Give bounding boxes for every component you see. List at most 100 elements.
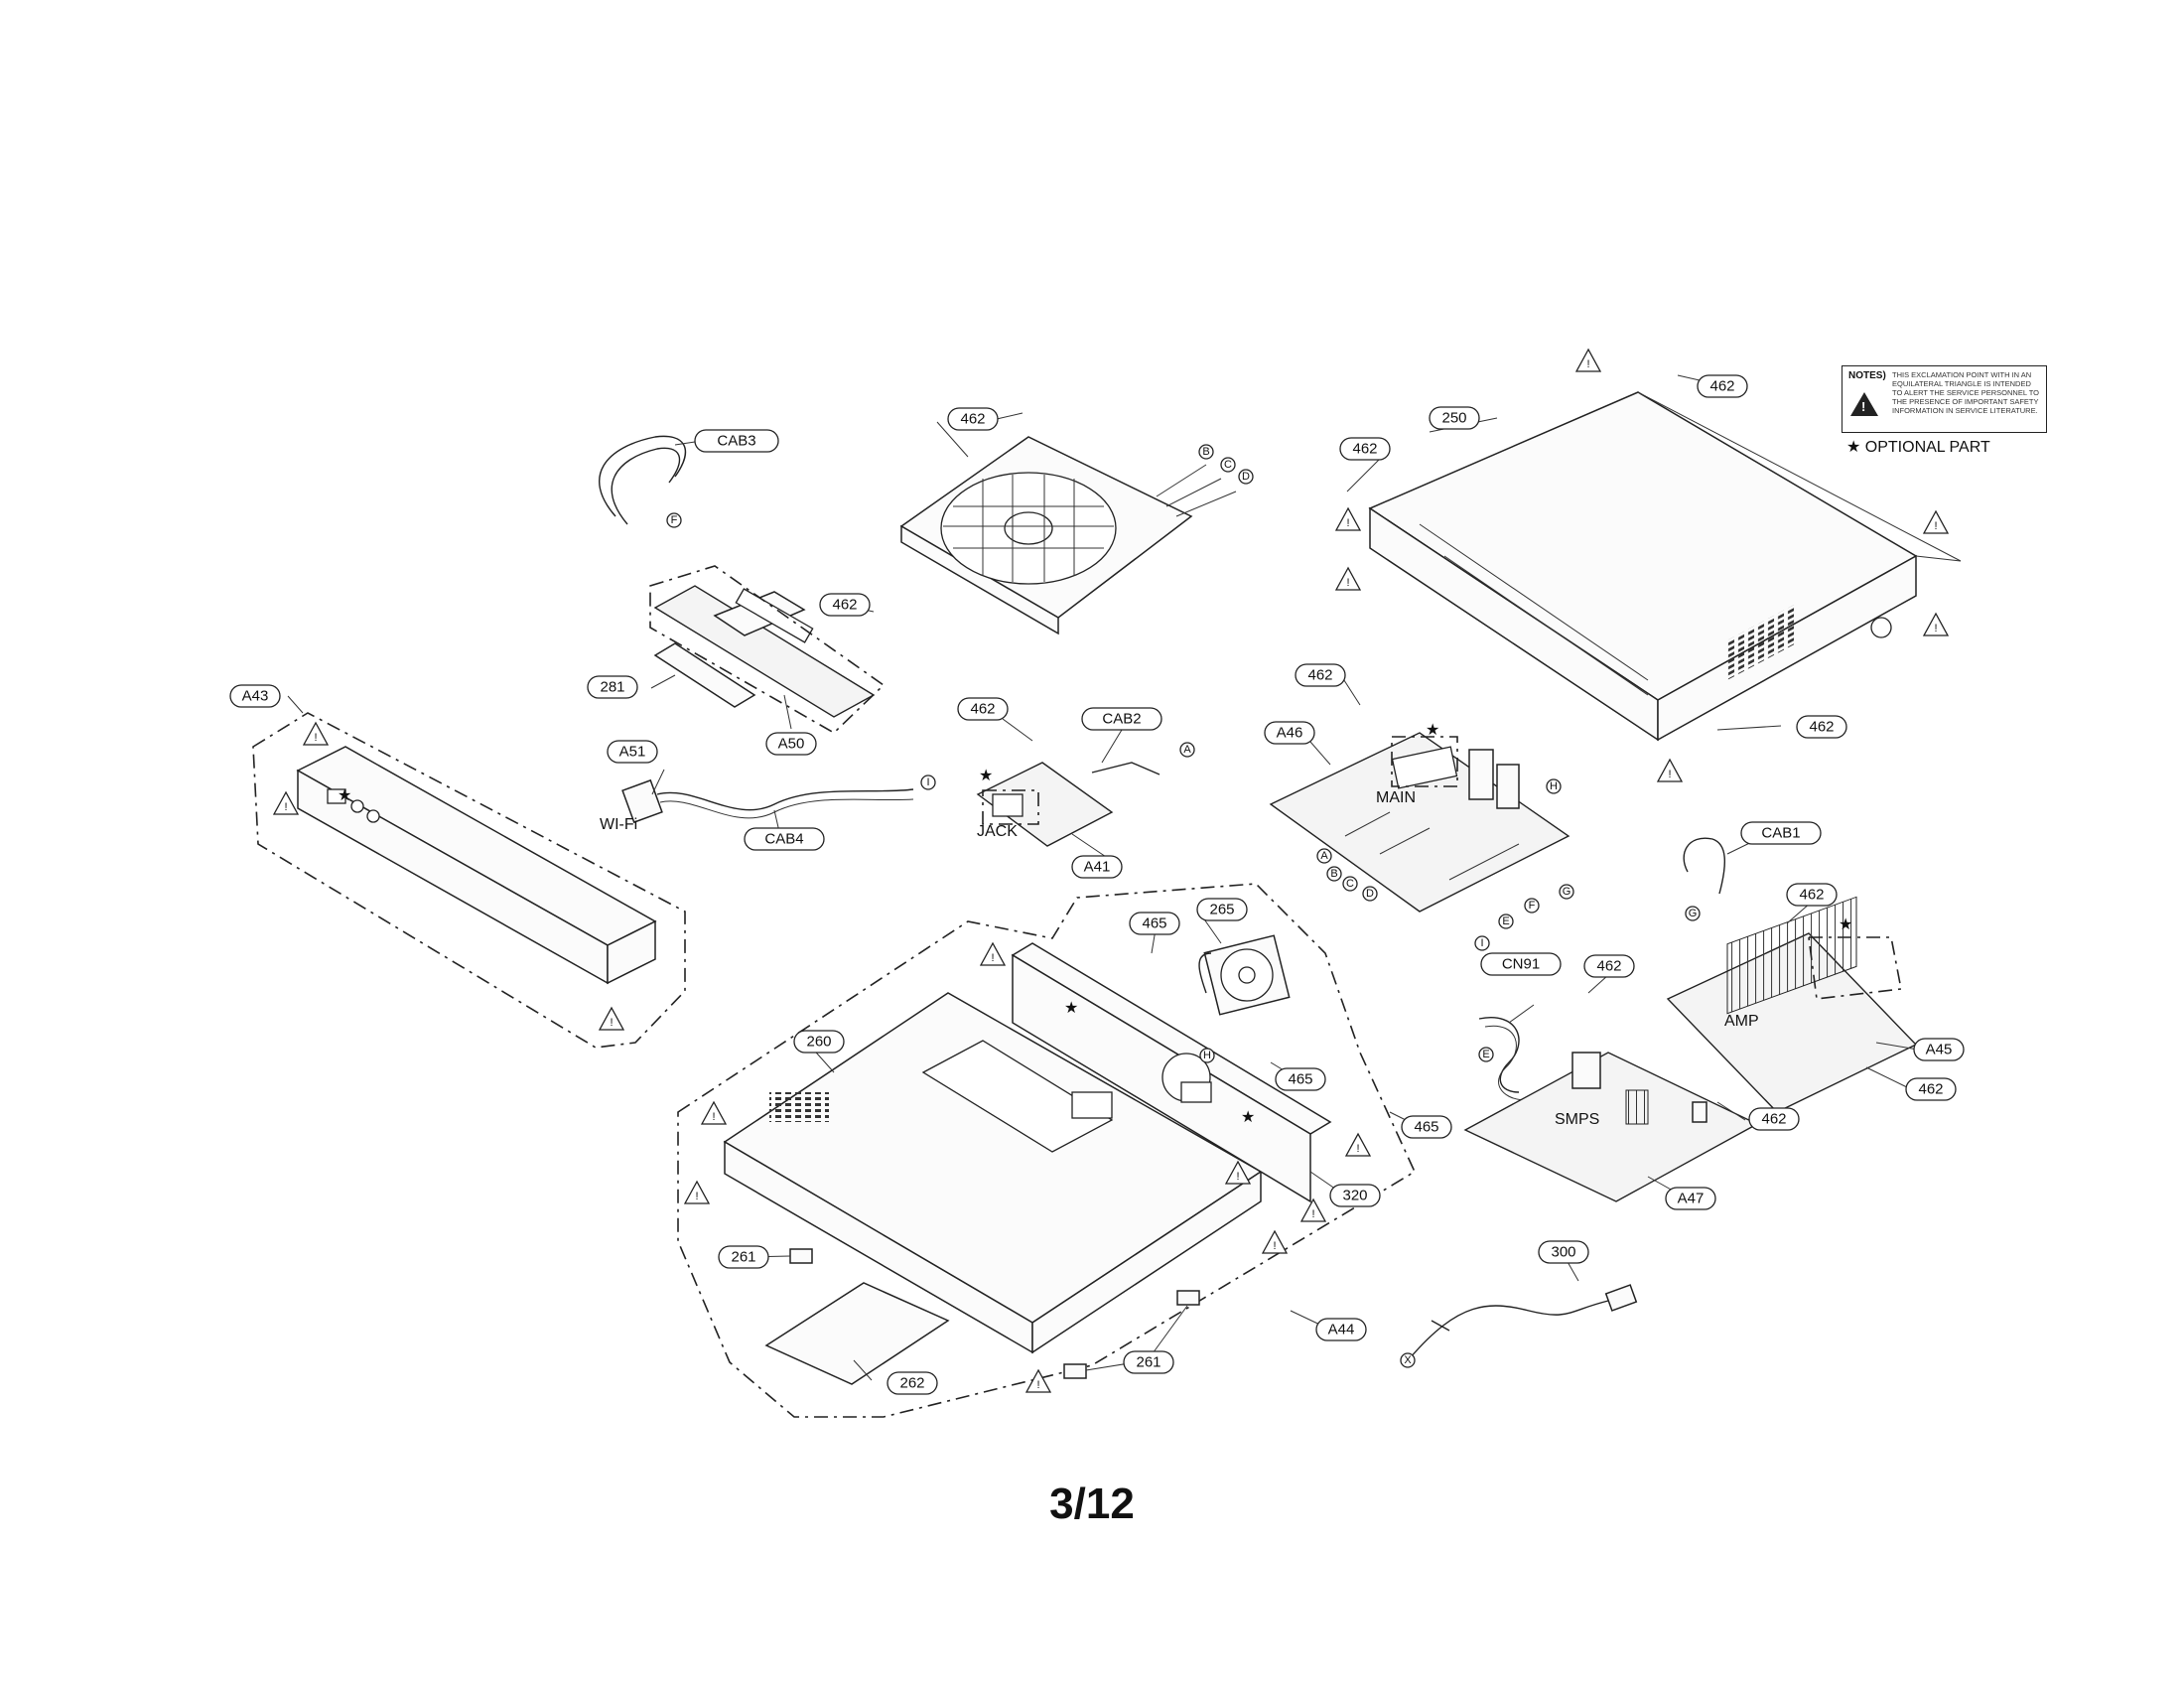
warning-icon: ! (598, 1006, 625, 1031)
label-text: 462 (1709, 378, 1734, 395)
wifi-label: WI-Fi (600, 816, 637, 833)
label-320: 320 (1329, 1184, 1381, 1207)
warning-icons: ! ! ! ! ! ! ! ! ! ! ! ! ! ! ! ! ! (272, 348, 1950, 1393)
display-board-a50 (649, 565, 886, 734)
smps-board-a47 (1463, 1052, 1759, 1202)
warning-icon: ! (979, 941, 1007, 966)
svg-text:!: ! (712, 1111, 715, 1123)
warning-icon: ! (1922, 612, 1950, 636)
label-cab3: CAB3 (694, 429, 779, 453)
svg-text:!: ! (1036, 1379, 1039, 1391)
svg-text:!: ! (1586, 358, 1589, 370)
svg-text:!: ! (695, 1191, 698, 1202)
label-text: 261 (731, 1249, 755, 1266)
connector-letter: E (1482, 1049, 1489, 1060)
svg-text:!: ! (1236, 1171, 1239, 1183)
label-465-top: 465 (1129, 912, 1180, 935)
label-462-jack: 462 (957, 697, 1009, 721)
warning-icon: ! (1574, 348, 1602, 372)
part-labels: CAB3 462 250 462 462 462 281 A50 A43 A51… (229, 374, 1965, 1395)
label-462-top: 462 (1697, 374, 1748, 398)
label-text: 462 (1596, 958, 1621, 975)
label-text: 462 (1799, 887, 1824, 904)
warning-icon: ! (1334, 566, 1362, 591)
label-text: 260 (806, 1034, 831, 1051)
foot-261-left (789, 1248, 813, 1264)
smps-label: SMPS (1555, 1111, 1599, 1128)
label-cab1: CAB1 (1740, 821, 1822, 845)
label-text: 320 (1342, 1188, 1367, 1204)
svg-text:!: ! (284, 801, 287, 813)
connector-letter: I (1480, 937, 1483, 949)
label-text: 281 (600, 679, 624, 696)
amp-label: AMP (1724, 1013, 1759, 1030)
label-462-drive: 462 (947, 407, 999, 431)
label-text: 462 (832, 597, 857, 614)
connector-letter: C (1346, 878, 1354, 890)
label-462-main: 462 (1295, 663, 1346, 687)
label-a51: A51 (607, 740, 658, 764)
svg-text:!: ! (1311, 1208, 1314, 1220)
label-265: 265 (1196, 898, 1248, 921)
optional-star-icon: ★ (1426, 722, 1439, 739)
label-cn91: CN91 (1480, 952, 1562, 976)
label-text: CAB1 (1761, 825, 1800, 842)
label-text: 462 (1307, 667, 1332, 684)
label-250: 250 (1429, 406, 1480, 430)
label-text: A51 (619, 744, 646, 761)
chassis-a44 (677, 883, 1417, 1418)
label-462-smps-top: 462 (1583, 954, 1635, 978)
jack-label: JACK (977, 823, 1018, 840)
label-text: 462 (1918, 1081, 1943, 1098)
notes-title: NOTES) (1848, 370, 1886, 381)
optional-star-icon: ★ (1064, 1000, 1078, 1017)
label-260: 260 (793, 1030, 845, 1054)
connector-letter: D (1242, 471, 1250, 483)
warning-icon: ! (1224, 1160, 1252, 1185)
connector-letter: H (1203, 1050, 1211, 1061)
svg-text:!: ! (1668, 769, 1671, 780)
label-a50: A50 (765, 732, 817, 756)
svg-text:!: ! (1934, 623, 1937, 634)
connector-letter: H (1550, 780, 1558, 792)
label-text: 462 (1809, 719, 1834, 736)
label-text: 462 (1352, 441, 1377, 458)
label-a43: A43 (229, 684, 281, 708)
top-cover (1368, 391, 1962, 742)
disc-drive (899, 436, 1237, 635)
label-text: A46 (1277, 725, 1303, 742)
optional-part-legend: ★ OPTIONAL PART (1846, 439, 1990, 456)
main-label: MAIN (1376, 789, 1416, 806)
connector-markers: F B C D I A A B C D I E F G H H E G X (666, 444, 1701, 1368)
foot-261-bottom (1063, 1363, 1087, 1379)
label-text: 261 (1136, 1354, 1160, 1371)
front-panel-a43 (252, 712, 686, 1049)
warning-icon: ! (683, 1180, 711, 1204)
label-281: 281 (587, 675, 638, 699)
warning-icon: ! (1656, 758, 1684, 782)
connector-letter: X (1404, 1354, 1412, 1366)
warning-triangle-icon (1850, 392, 1878, 416)
warning-icon: ! (1922, 509, 1950, 534)
label-a47: A47 (1665, 1187, 1716, 1210)
label-261-bottom: 261 (1123, 1350, 1174, 1374)
bottom-plate-262 (764, 1282, 950, 1385)
ribbon-cable-cab3 (599, 435, 686, 525)
svg-text:!: ! (1346, 517, 1349, 529)
svg-text:!: ! (314, 732, 317, 744)
label-text: 465 (1414, 1119, 1438, 1136)
label-text: 262 (899, 1375, 924, 1392)
cooling-fan-265 (1198, 934, 1291, 1016)
svg-text:!: ! (610, 1017, 613, 1029)
warning-icon: ! (700, 1100, 728, 1125)
label-a41: A41 (1071, 855, 1123, 879)
label-text: CN91 (1502, 956, 1540, 973)
label-text: 462 (960, 411, 985, 428)
label-462-amp-top: 462 (1786, 883, 1838, 907)
label-462-smps-right: 462 (1748, 1107, 1800, 1131)
connector-letter: A (1320, 850, 1328, 862)
warning-icon: ! (1261, 1229, 1289, 1254)
svg-text:!: ! (1273, 1240, 1276, 1252)
label-text: CAB3 (717, 433, 755, 450)
